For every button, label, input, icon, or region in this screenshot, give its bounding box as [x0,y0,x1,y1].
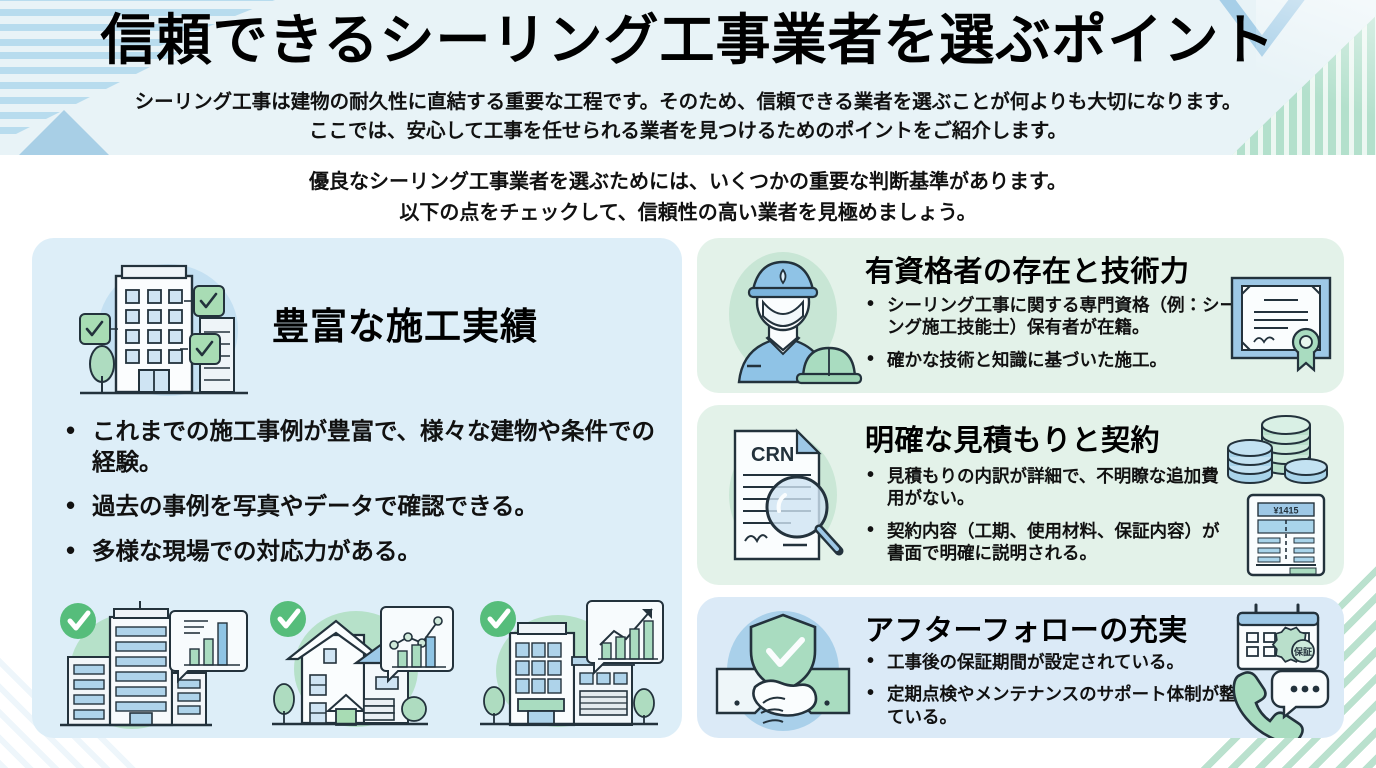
sub-lead-text: 優良なシーリング工事業者を選ぶためには、いくつかの重要な判断基準があります。 以… [0,167,1376,229]
list-item: 過去の事例を写真やデータで確認できる。 [60,489,660,522]
right-card-2-bullet-list: 見積もりの内訳が詳細で、不明瞭な追加費用がない。 契約内容（工期、使用材料、保証… [865,463,1235,575]
left-card-header: 豊富な施工実績 [32,244,682,404]
certificate-icon [1226,272,1336,373]
list-item: 工事後の保証期間が設定されている。 [865,649,1265,675]
receipt-icon: ¥1415 [1244,491,1328,579]
list-item: 定期点検やメンテナンスのサポート体制が整っている。 [865,681,1265,728]
sub-lead-line-1: 優良なシーリング工事業者を選ぶためには、いくつかの重要な判断基準があります。 [309,171,1067,193]
card-after-follow-up: アフターフォローの充実 工事後の保証期間が設定されている。 定期点検やメンテナン… [697,597,1344,738]
office-building-thumbnail [474,593,674,733]
check-circle-icon [60,603,96,639]
list-item: 見積もりの内訳が詳細で、不明瞭な追加費用がない。 [865,463,1235,510]
office-building-illustration [72,252,272,402]
card-qualified-staff: 有資格者の存在と技術力 シーリング工事に関する専門資格（例：シーリング施工技能士… [697,238,1344,393]
left-card-thumbnail-row [54,593,674,733]
worker-icon [711,244,863,385]
check-badge-icon [180,333,221,365]
header-lead-text: シーリング工事は建物の耐久性に直結する重要な工程です。そのため、信頼できる業者を… [0,88,1376,147]
handshake-shield-icon [711,603,861,738]
list-item: 契約内容（工期、使用材料、保証内容）が書面で明確に説明される。 [865,518,1235,565]
phone-chat-icon [1230,669,1334,738]
list-item: シーリング工事に関する専門資格（例：シーリング施工技能士）保有者が在籍。 [865,292,1265,339]
header-lead-line-2: ここでは、安心して工事を任せられる業者を見つけるためのポイントをご紹介します。 [309,120,1067,143]
right-card-2-title: 明確な見積もりと契約 [865,425,1161,457]
left-card-title: 豊富な施工実績 [272,306,538,347]
header-band: 信頼できるシーリング工事業者を選ぶポイント シーリング工事は建物の耐久性に直結す… [0,0,1376,155]
check-circle-icon [480,601,516,637]
card-construction-record: 豊富な施工実績 これまでの施工事例が豊富で、様々な建物や条件での経験。 過去の事… [32,238,682,738]
coins-icon [1224,411,1334,491]
skyscraper-thumbnail [54,593,254,733]
sub-lead-line-2: 以下の点をチェックして、信頼性の高い業者を見極めましょう。 [399,202,977,224]
receipt-amount-label: ¥1415 [1273,506,1298,516]
page-title: 信頼できるシーリング工事業者を選ぶポイント [100,9,1276,71]
left-card-bullet-list: これまでの施工事例が豊富で、様々な建物や条件での経験。 過去の事例を写真やデータ… [60,414,660,580]
check-badge-icon [184,285,225,317]
right-card-3-title: アフターフォローの充実 [865,615,1188,647]
calendar-badge-icon: 保証 [1234,603,1332,675]
right-card-1-bullet-list: シーリング工事に関する専門資格（例：シーリング施工技能士）保有者が在籍。 確かな… [865,292,1265,381]
right-card-3-bullet-list: 工事後の保証期間が設定されている。 定期点検やメンテナンスのサポート体制が整って… [865,649,1265,738]
list-item: 確かな技術と知識に基づいた施工。 [865,347,1265,373]
list-item: 多様な現場での対応力がある。 [60,534,660,567]
house-thumbnail [264,593,464,733]
right-card-1-title: 有資格者の存在と技術力 [865,256,1190,288]
check-circle-icon [270,601,306,637]
warranty-badge-label: 保証 [1293,646,1312,657]
header-lead-line-1: シーリング工事は建物の耐久性に直結する重要な工程です。そのため、信頼できる業者を… [134,91,1242,113]
list-item: これまでの施工事例が豊富で、様々な建物や条件での経験。 [60,414,660,477]
card-clear-estimate-contract: CRN 明確な見積もりと契約 見積もりの内訳が詳細で、不明瞭な追加費用がない。 … [697,405,1344,585]
document-magnifier-icon: CRN [711,417,861,572]
document-label: CRN [751,444,794,466]
check-badge-icon [79,313,118,345]
